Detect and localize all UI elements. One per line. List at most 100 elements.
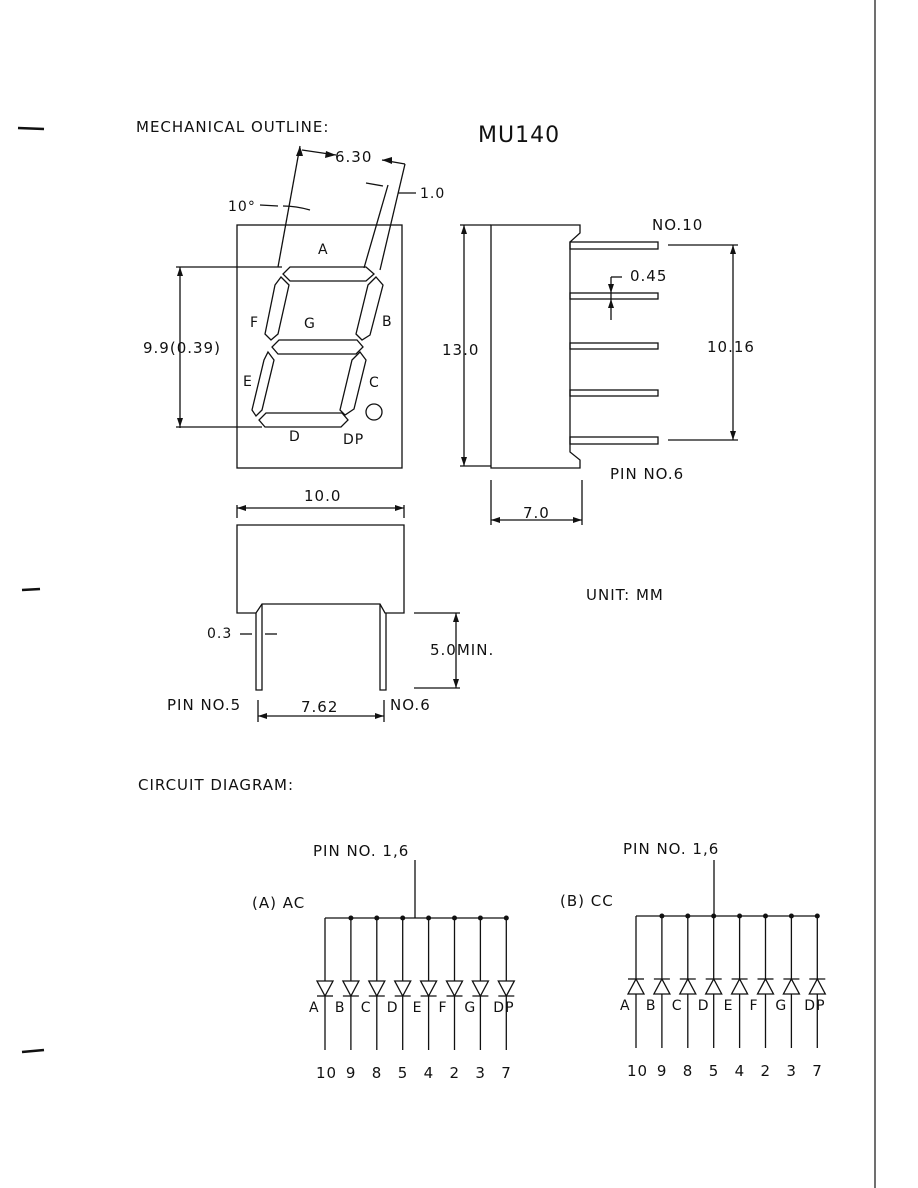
model-number: MU140 [478,123,561,148]
side-pin [569,389,659,397]
segment-label: D [697,998,710,1014]
unit-label: UNIT: MM [586,586,664,604]
bottom-body-outline [236,524,405,614]
dim-top-width: 6.30 [335,148,373,166]
pin-number: 4 [423,1064,435,1082]
junction-dot [348,915,354,921]
seg-label-dp: DP [343,432,365,448]
pin-number: 7 [501,1064,512,1082]
seg-label-a: A [318,242,329,258]
diode-symbol [445,980,464,998]
scan-mark [21,1048,45,1054]
segment-label: DP [804,998,826,1014]
scan-mark [17,126,45,131]
seg-label-b: B [382,314,393,330]
pin-number: 2 [760,1062,772,1080]
scan-mark [21,587,41,592]
diode-symbol [782,977,801,995]
side-pin [569,292,659,300]
junction-dot [426,915,432,921]
pin-number: 3 [786,1062,797,1080]
diode-symbol [730,977,749,995]
diode-symbol [497,980,516,998]
segment-label: DP [493,1000,515,1016]
side-pin [569,436,659,445]
circuit-a-title: (A) AC [252,894,306,912]
pin-number: 3 [475,1064,486,1082]
junction-dot [814,913,820,919]
junction-dot [400,915,406,921]
pin-number: 9 [656,1062,668,1080]
junction-dot [374,915,380,921]
pin-number: 5 [708,1062,720,1080]
dim-pin-thickness: 0.45 [630,267,668,285]
diode-symbol [315,980,335,998]
segment-label: C [671,998,683,1014]
segment-label: E [412,1000,423,1016]
pin-number: 10 [627,1062,649,1080]
segment-label: G [775,998,788,1014]
junction-dot [477,915,483,921]
pin-no6-label: PIN NO.6 [610,465,685,483]
diode-symbol [393,980,412,998]
dim-side-depth: 7.0 [523,504,550,522]
pin-no10-label: NO.10 [652,216,704,234]
circuit-diagram-heading: CIRCUIT DIAGRAM: [138,776,295,794]
seg-label-g: G [304,316,316,332]
pin-number: 2 [449,1064,461,1082]
pin-number: 7 [812,1062,823,1080]
dim-char-height: 9.9(0.39) [143,339,221,357]
seven-segment-outline [251,266,384,428]
diode-symbol [419,980,438,998]
diode-symbol [341,980,360,998]
diode-symbol [652,977,671,995]
seg-label-f: F [250,315,260,331]
bottom-pin-right [379,604,387,691]
junction-dot [737,913,743,919]
segment-label: B [645,998,657,1014]
junction-dot [788,913,794,919]
circuit-cc-drawing [626,860,827,1048]
pin-number: 8 [682,1062,694,1080]
segment-label: B [334,1000,346,1016]
dp-dot [365,403,383,421]
diode-symbol [756,977,775,995]
pin-number: 4 [734,1062,746,1080]
junction-dot [503,915,509,921]
dim-angle: 10° [228,199,256,215]
segment-label: C [360,1000,372,1016]
side-pin [569,342,659,350]
side-pin [569,241,659,250]
dim-pin-length: 5.0MIN. [430,641,495,659]
dim-pin-span: 10.16 [707,338,755,356]
mechanical-outline-heading: MECHANICAL OUTLINE: [136,118,330,136]
pin-number: 8 [371,1064,383,1082]
diode-symbol [471,980,490,998]
dim-body-height: 13.0 [442,341,480,359]
bottom-pin-left [255,604,263,691]
front-body-outline [236,224,403,469]
segment-label: D [386,1000,399,1016]
junction-dot [452,915,457,921]
seg-label-c: C [369,375,380,391]
circuit-b-common-pin: PIN NO. 1,6 [623,840,720,858]
dim-body-width: 10.0 [304,487,342,505]
junction-dot [659,913,665,919]
dim-row-spacing: 7.62 [301,698,339,716]
diode-symbol [626,977,646,995]
circuit-a-common-pin: PIN NO. 1,6 [313,842,410,860]
diode-symbol [704,977,723,995]
dim-segment-width: 1.0 [420,186,446,202]
seg-label-d: D [289,429,301,445]
junction-dot [685,913,691,919]
segment-label: F [438,1000,448,1016]
segment-label: G [464,1000,477,1016]
diode-symbol [678,977,697,995]
pin-number: 9 [345,1064,357,1082]
segment-label: E [723,998,734,1014]
junction-dot [763,913,768,919]
segment-label: A [620,998,631,1014]
pin-no5-label: PIN NO.5 [167,696,242,714]
diode-symbol [808,977,827,995]
